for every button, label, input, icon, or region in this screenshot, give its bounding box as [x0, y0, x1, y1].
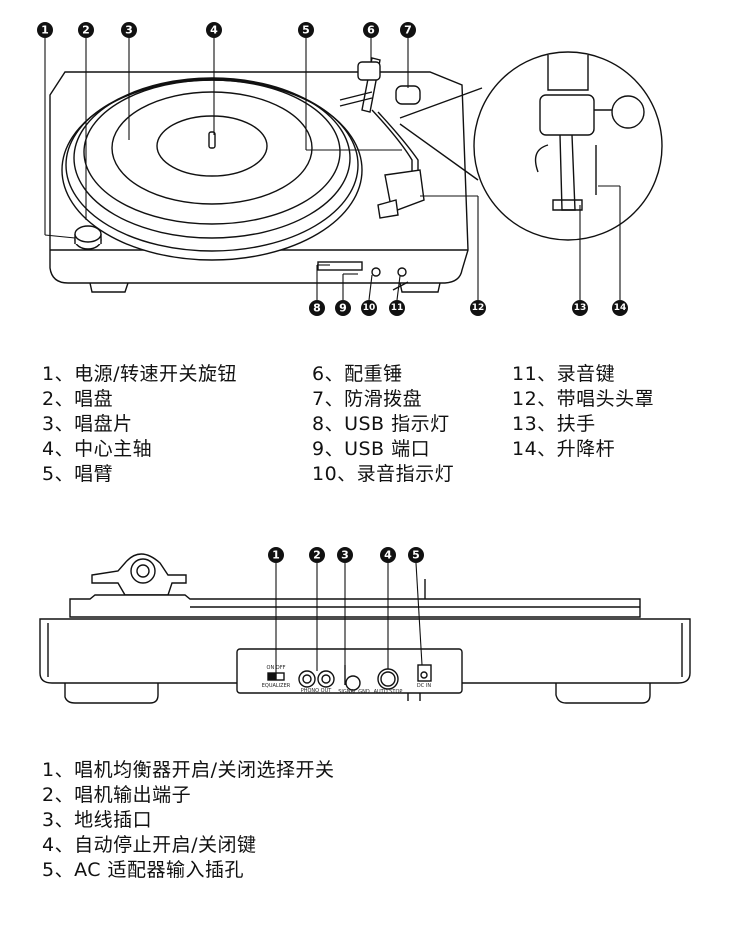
legend-item: 1、电源/转速开关旋钮 — [42, 363, 237, 385]
callout-3: 3 — [125, 24, 133, 37]
front-legend-col1: 1、电源/转速开关旋钮 2、唱盘 3、唱盘片 4、中心主轴 5、唱臂 — [42, 362, 237, 487]
legend-item: 4、自动停止开启/关闭键 — [42, 834, 257, 856]
rear-legend: 1、唱机均衡器开启/关闭选择开关 2、唱机输出端子 3、地线插口 4、自动停止开… — [42, 758, 335, 883]
rear-callout-markers: 1 2 3 4 5 — [268, 547, 424, 563]
panel-label-equalizer: EQUALIZER — [262, 683, 291, 689]
panel-label-ground: SIGNAL GND — [338, 689, 370, 695]
legend-item: 9、USB 端口 — [312, 438, 431, 460]
legend-item: 4、中心主轴 — [42, 438, 153, 460]
rear-callout-5: 5 — [412, 549, 420, 562]
front-view-diagram: 1 2 3 4 5 6 7 8 9 10 11 12 13 14 — [37, 22, 663, 316]
legend-item: 8、USB 指示灯 — [312, 413, 450, 435]
callout-6: 6 — [367, 24, 375, 37]
legend-item: 3、唱盘片 — [42, 413, 133, 435]
legend-item: 1、唱机均衡器开启/关闭选择开关 — [42, 759, 335, 781]
legend-item: 5、唱臂 — [42, 463, 114, 485]
callout-10: 10 — [363, 303, 376, 313]
legend-item: 6、配重锤 — [312, 363, 403, 385]
legend-item: 2、唱盘 — [42, 388, 114, 410]
legend-item: 13、扶手 — [512, 413, 596, 435]
front-legend-col3: 11、录音键 12、带唱头头罩 13、扶手 14、升降杆 — [512, 362, 654, 462]
rear-callout-4: 4 — [384, 549, 392, 562]
legend-item: 12、带唱头头罩 — [512, 388, 655, 410]
front-legend-col2: 6、配重锤 7、防滑拨盘 8、USB 指示灯 9、USB 端口 10、录音指示灯 — [312, 362, 454, 487]
legend-item: 2、唱机输出端子 — [42, 784, 192, 806]
callout-2: 2 — [82, 24, 90, 37]
callout-1: 1 — [41, 24, 49, 37]
rear-view-diagram: ON OFF EQUALIZER PHONO OUT SIGNAL GND AU… — [39, 547, 691, 704]
rear-callout-1: 1 — [272, 549, 280, 562]
legend-item: 3、地线插口 — [42, 809, 153, 831]
callout-13: 13 — [574, 303, 587, 313]
rear-callout-3: 3 — [341, 549, 349, 562]
front-callout-markers: 1 2 3 4 5 6 7 8 9 10 11 12 13 14 — [37, 22, 628, 316]
legend-item: 11、录音键 — [512, 363, 616, 385]
legend-item: 10、录音指示灯 — [312, 463, 455, 485]
panel-label-autostop: AUTO STOP — [374, 689, 403, 695]
rear-callout-2: 2 — [313, 549, 321, 562]
panel-label-phono: PHONO OUT — [301, 688, 333, 694]
legend-item: 7、防滑拨盘 — [312, 388, 423, 410]
callout-14: 14 — [614, 303, 627, 313]
callout-4: 4 — [210, 24, 218, 37]
callout-9: 9 — [339, 302, 347, 315]
panel-label-dcin: DC IN — [417, 683, 431, 689]
callout-12: 12 — [472, 303, 485, 313]
callout-11: 11 — [391, 303, 404, 313]
callout-5: 5 — [302, 24, 310, 37]
callout-8: 8 — [313, 302, 321, 315]
callout-7: 7 — [404, 24, 412, 37]
legend-item: 14、升降杆 — [512, 438, 616, 460]
legend-item: 5、AC 适配器输入插孔 — [42, 859, 245, 881]
